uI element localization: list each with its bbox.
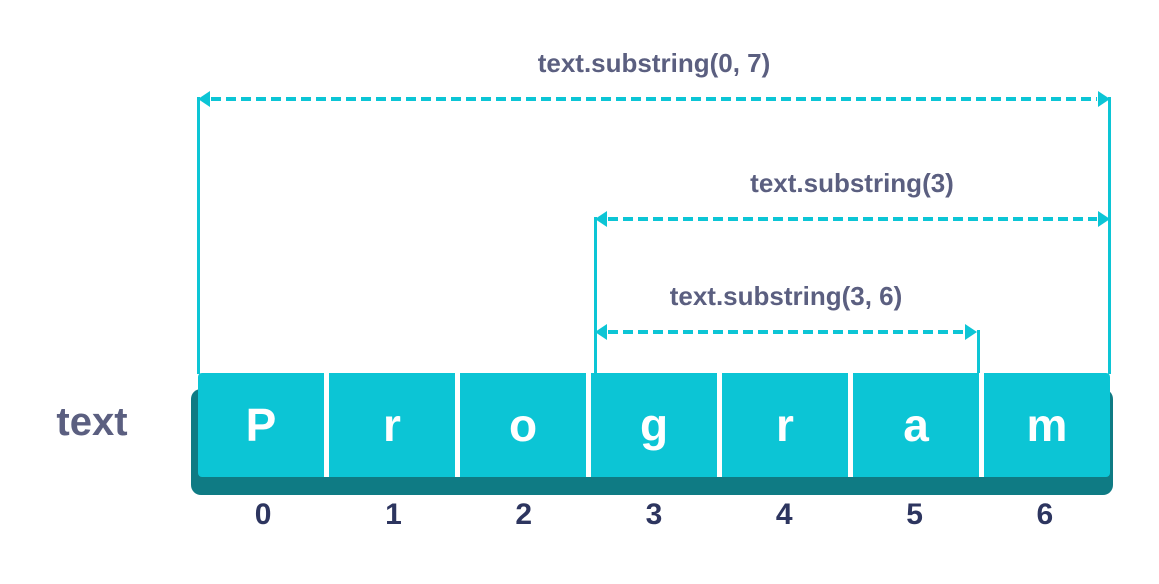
index-row: 0 1 2 3 4 5 6 xyxy=(198,496,1110,534)
dashed-line xyxy=(211,97,1097,101)
arrowhead-right-icon xyxy=(1098,211,1110,227)
char-cell-0: P xyxy=(198,373,329,477)
arrowhead-right-icon xyxy=(1098,91,1110,107)
connector-line-end-6 xyxy=(977,330,980,374)
char-cell-6: m xyxy=(1026,399,1068,451)
string-box: P r o g r a m xyxy=(198,373,1110,477)
connector-line-start-3 xyxy=(594,217,597,374)
index-label-1: 1 xyxy=(385,498,402,531)
annotation-label-substring-0-7: text.substring(0, 7) xyxy=(537,48,771,78)
char-cell-4: r xyxy=(722,373,853,477)
char-cell-5: a xyxy=(853,373,984,477)
annotation-label-substring-3-6: text.substring(3, 6) xyxy=(669,281,903,311)
connector-line-start-0 xyxy=(197,97,200,374)
arrowhead-left-icon xyxy=(595,324,607,340)
range-arrow-substring-0-7 xyxy=(198,91,1110,107)
dashed-line xyxy=(608,330,964,334)
variable-name-label: text xyxy=(56,400,128,444)
index-label-3: 3 xyxy=(645,498,663,531)
connector-line-end-7 xyxy=(1108,97,1111,374)
char-cell-2: o xyxy=(460,373,591,477)
dashed-line xyxy=(608,217,1097,221)
range-arrow-substring-3-6 xyxy=(595,324,977,340)
index-label-6: 6 xyxy=(1036,498,1054,531)
index-label-0: 0 xyxy=(254,498,272,531)
arrowhead-left-icon xyxy=(198,91,210,107)
index-label-2: 2 xyxy=(515,498,533,531)
index-label-5: 5 xyxy=(906,498,923,531)
arrowhead-left-icon xyxy=(595,211,607,227)
range-arrow-substring-3 xyxy=(595,211,1110,227)
arrowhead-right-icon xyxy=(965,324,977,340)
annotation-label-substring-3: text.substring(3) xyxy=(750,168,954,198)
char-cell-3: g xyxy=(591,373,722,477)
index-label-4: 4 xyxy=(775,498,793,531)
char-cell-1: r xyxy=(329,373,460,477)
